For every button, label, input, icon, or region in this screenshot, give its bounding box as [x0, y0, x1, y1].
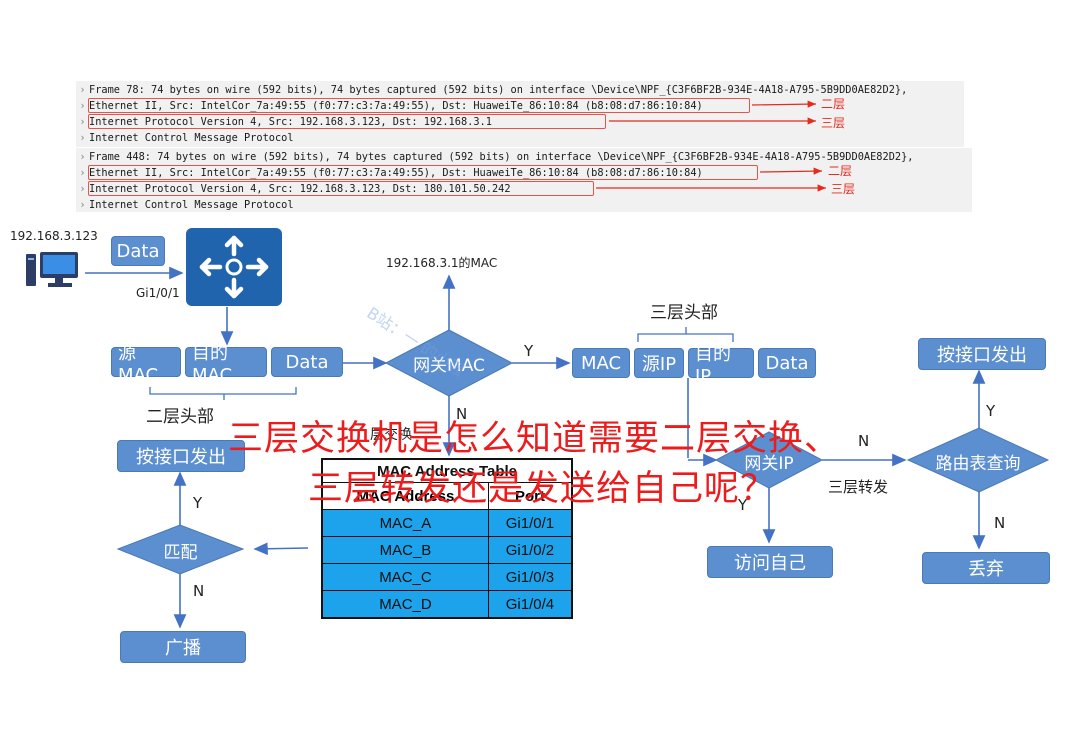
- data-cell: Data: [758, 348, 816, 378]
- gateway-ip-diamond: 网关IP: [744, 454, 794, 474]
- overlay-question-line2: 三层转发还是发送给自己呢？: [308, 469, 777, 509]
- table-row: MAC_C Gi1/0/3: [321, 563, 573, 591]
- routing-lookup-diamond: 路由表查询: [935, 454, 1021, 474]
- access-self-box: 访问自己: [707, 546, 833, 578]
- table-row: MAC_A Gi1/0/1: [321, 509, 573, 537]
- column-header-mac: MAC Address: [321, 482, 489, 510]
- l3-forward-label: 三层转发: [828, 478, 889, 496]
- mac-address-table: MAC Address Table MAC Address Port MAC_A…: [321, 458, 573, 619]
- overlay-question-line1: 三层交换机是怎么知道需要二层交换、: [228, 419, 841, 459]
- chevron-right-icon[interactable]: ›: [79, 167, 86, 179]
- chevron-right-icon[interactable]: ›: [79, 199, 86, 211]
- src-ip-cell: 源IP: [634, 348, 684, 378]
- mac-cell: MAC_B: [321, 536, 489, 564]
- capture-line[interactable]: ›Internet Protocol Version 4, Src: 192.1…: [76, 181, 510, 197]
- mac-table-title: MAC Address Table: [321, 458, 573, 483]
- l2-header-row: 源MAC 目的MAC Data: [111, 343, 343, 386]
- yes-label: Y: [193, 494, 203, 512]
- data-packet-box: Data: [111, 236, 165, 266]
- ethernet-highlight-box: [88, 98, 750, 113]
- no-label: N: [456, 405, 468, 423]
- port-cell: Gi1/0/4: [487, 590, 573, 619]
- ethernet-highlight-box: [88, 165, 758, 180]
- send-by-port-right-box: 按接口发出: [918, 338, 1046, 370]
- capture-line[interactable]: ›Internet Control Message Protocol: [76, 197, 293, 213]
- gateway-mac-up-label: 192.168.3.1的MAC: [386, 256, 498, 270]
- computer-icon: [26, 252, 78, 287]
- capture-line[interactable]: ›Ethernet II, Src: IntelCor_7a:49:55 (f0…: [76, 98, 702, 114]
- l3-header-caption: 三层头部: [650, 303, 718, 323]
- match-diamond: 匹配: [163, 543, 198, 563]
- port-cell: Gi1/0/1: [487, 509, 573, 537]
- tag-layer3: 三层: [821, 116, 846, 130]
- discard-box: 丢弃: [922, 552, 1050, 584]
- data-cell: Data: [271, 347, 343, 377]
- l2-header-caption: 二层头部: [146, 407, 214, 427]
- yes-label: Y: [524, 342, 534, 360]
- send-by-port-left-box: 按接口发出: [117, 440, 245, 472]
- no-label: N: [193, 582, 205, 600]
- mac-cell: MAC_A: [321, 509, 489, 537]
- capture-line[interactable]: ›Internet Protocol Version 4, Src: 192.1…: [76, 114, 492, 130]
- chevron-right-icon[interactable]: ›: [79, 151, 86, 163]
- chevron-right-icon[interactable]: ›: [79, 183, 86, 195]
- broadcast-box: 广播: [120, 631, 246, 663]
- ipv4-highlight-box: [88, 114, 606, 129]
- chevron-right-icon[interactable]: ›: [79, 100, 86, 112]
- l3-header-row: MAC 源IP 目的IP Data: [572, 344, 816, 387]
- table-row: MAC_D Gi1/0/4: [321, 590, 573, 619]
- tag-layer2: 二层: [828, 164, 853, 178]
- ipv4-highlight-box: [88, 181, 594, 196]
- dst-ip-cell: 目的IP: [688, 344, 754, 387]
- mac-cell: MAC: [572, 348, 630, 378]
- port-label: Gi1/0/1: [136, 286, 180, 300]
- l2-switch-label: 层交换: [370, 427, 412, 443]
- mac-cell: MAC_D: [321, 590, 489, 619]
- port-cell: Gi1/0/3: [487, 563, 573, 591]
- yes-label: Y: [986, 402, 996, 420]
- no-label: N: [994, 514, 1006, 532]
- port-cell: Gi1/0/2: [487, 536, 573, 564]
- gateway-mac-diamond: 网关MAC: [413, 356, 485, 376]
- host-ip-label: 192.168.3.123: [10, 229, 98, 243]
- tag-layer3: 三层: [831, 182, 856, 196]
- capture-line[interactable]: ›Ethernet II, Src: IntelCor_7a:49:55 (f0…: [76, 165, 702, 181]
- capture-line[interactable]: ›Frame 448: 74 bytes on wire (592 bits),…: [76, 149, 913, 165]
- chevron-right-icon[interactable]: ›: [79, 132, 86, 144]
- src-mac-cell: 源MAC: [111, 343, 181, 386]
- router-icon: [186, 228, 282, 306]
- no-label: N: [858, 432, 870, 450]
- tag-layer2: 二层: [821, 97, 846, 111]
- capture-line[interactable]: ›Frame 78: 74 bytes on wire (592 bits), …: [76, 82, 907, 98]
- packet-capture-panel-1: ›Frame 78: 74 bytes on wire (592 bits), …: [76, 81, 964, 147]
- capture-line[interactable]: ›Internet Control Message Protocol: [76, 130, 293, 146]
- router-arrows-icon: [199, 235, 269, 299]
- yes-label: Y: [738, 496, 748, 514]
- chevron-right-icon[interactable]: ›: [79, 116, 86, 128]
- chevron-right-icon[interactable]: ›: [79, 84, 86, 96]
- packet-capture-panel-2: ›Frame 448: 74 bytes on wire (592 bits),…: [76, 148, 972, 212]
- mac-cell: MAC_C: [321, 563, 489, 591]
- table-row: MAC_B Gi1/0/2: [321, 536, 573, 564]
- dst-mac-cell: 目的MAC: [185, 343, 267, 386]
- column-header-port: Port: [487, 482, 573, 510]
